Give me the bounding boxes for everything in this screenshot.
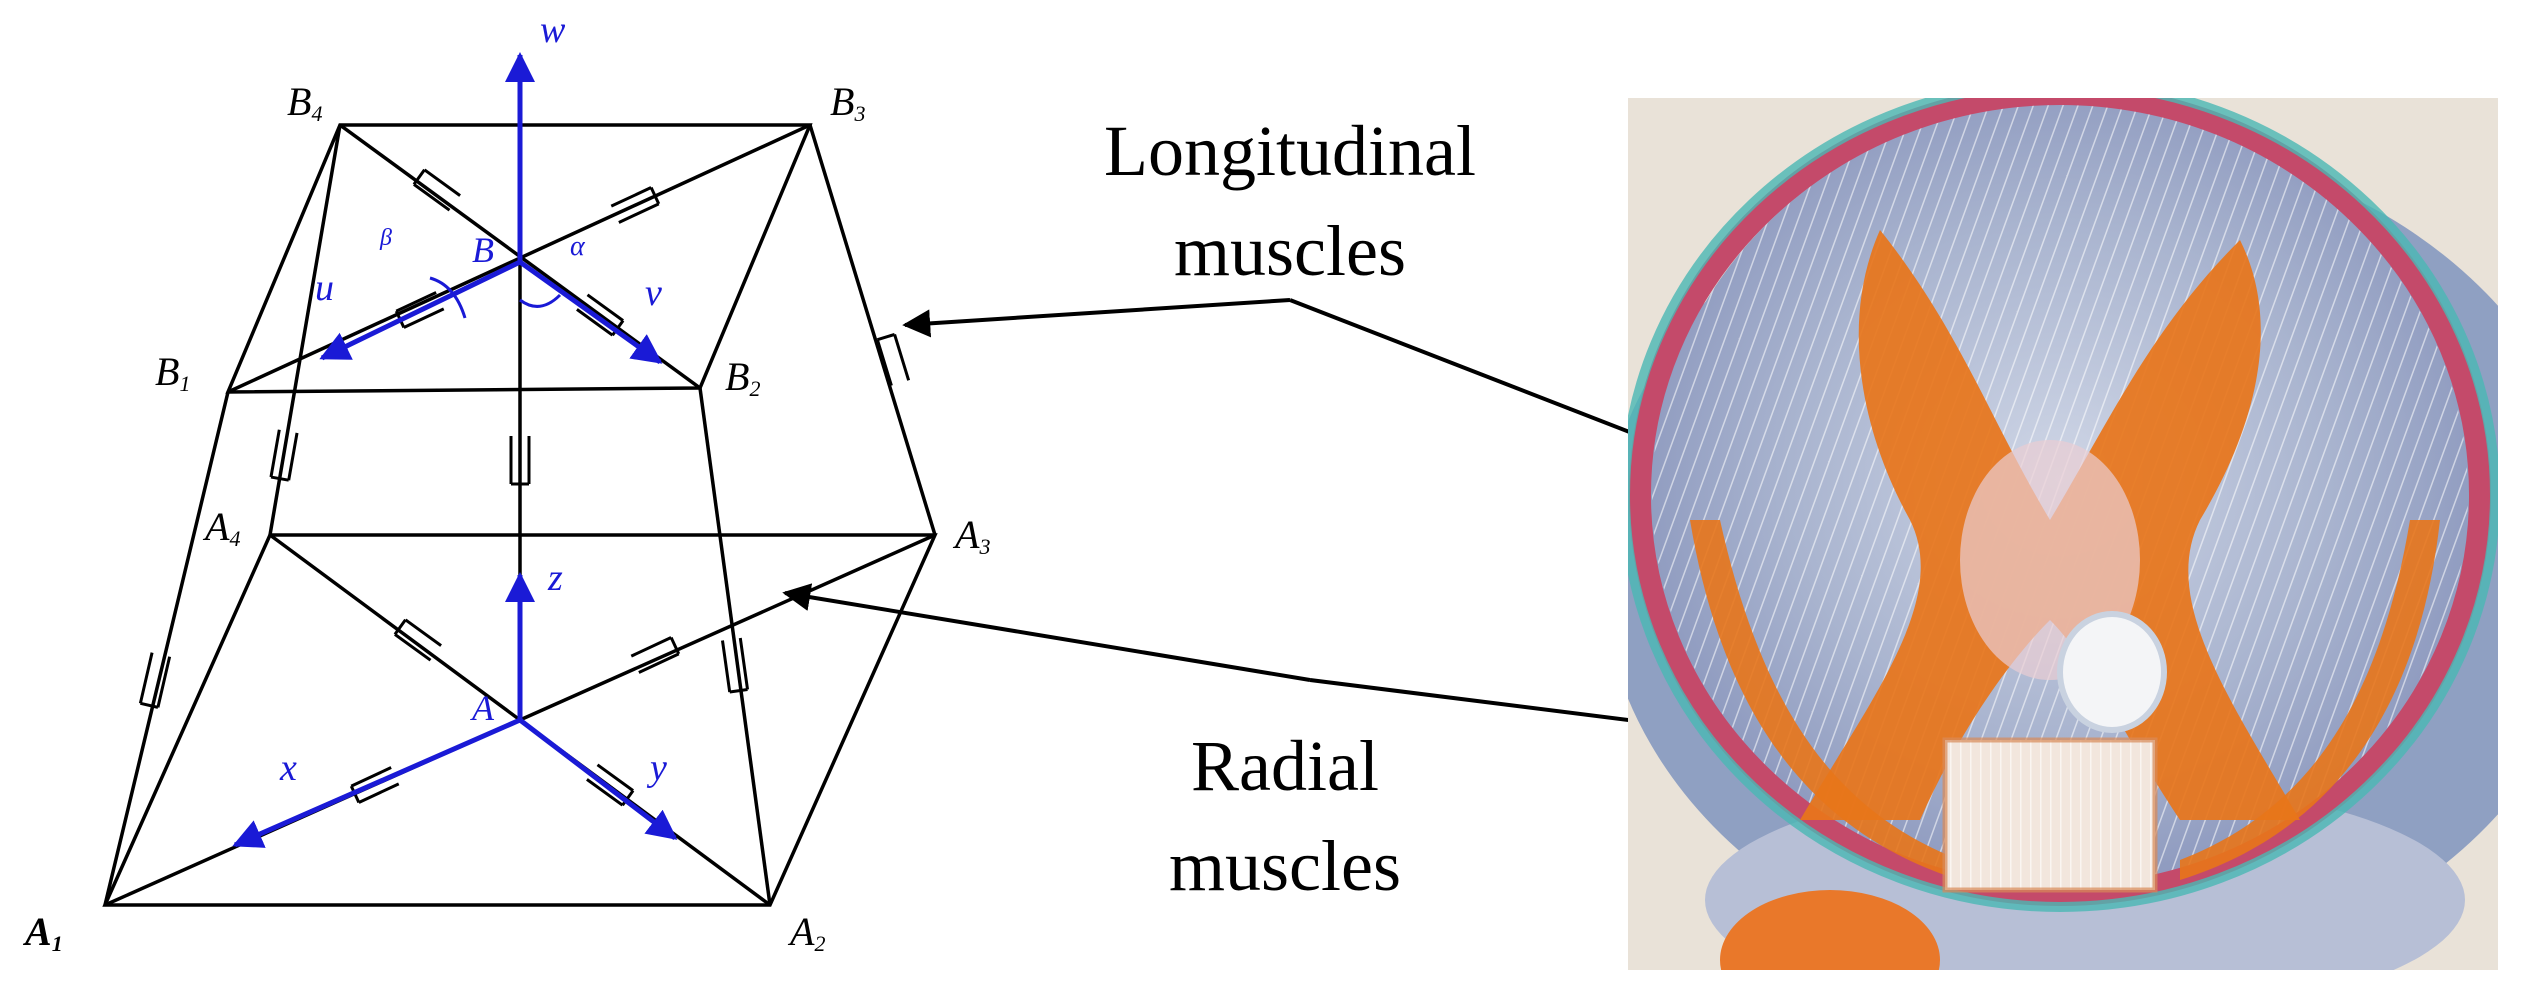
leg-a4-b4 bbox=[268, 124, 342, 536]
label-w: w bbox=[540, 9, 566, 51]
radial-label-line2: muscles bbox=[1169, 826, 1401, 906]
radial-arrow-left bbox=[782, 583, 1311, 682]
leg-a1-b1 bbox=[103, 391, 230, 906]
label-a2: A2 bbox=[787, 909, 825, 956]
longitudinal-arrow-left bbox=[902, 298, 1291, 338]
muscle-cross-section-image bbox=[1628, 98, 2498, 970]
label-b1: B1 bbox=[155, 349, 190, 396]
y-axis-arrow bbox=[518, 718, 678, 840]
label-beta: β bbox=[379, 225, 392, 251]
radial-label-line1: Radial bbox=[1191, 726, 1379, 806]
label-b3: B3 bbox=[830, 79, 865, 126]
longitudinal-label-line1: Longitudinal bbox=[1104, 111, 1476, 191]
label-v: v bbox=[645, 272, 662, 314]
leg-a3-b3 bbox=[808, 124, 937, 536]
label-u: u bbox=[315, 267, 334, 309]
label-z: z bbox=[547, 557, 563, 599]
beta-arc bbox=[429, 276, 467, 319]
label-b4: B4 bbox=[287, 79, 322, 126]
leg-a2-b2 bbox=[698, 387, 772, 906]
bottom-frame-axes bbox=[232, 572, 678, 848]
actuator-symbols bbox=[138, 168, 911, 807]
v-axis-arrow bbox=[518, 259, 663, 365]
label-b2: B2 bbox=[725, 354, 760, 401]
label-y: y bbox=[646, 747, 667, 789]
label-a3: A3 bbox=[952, 512, 990, 559]
label-x: x bbox=[279, 747, 297, 789]
label-a1: A1 bbox=[22, 909, 63, 956]
x-axis-arrow bbox=[232, 717, 522, 848]
u-axis-arrow bbox=[319, 259, 522, 361]
label-origin-a: A bbox=[470, 688, 495, 728]
central-lumen bbox=[2057, 611, 2167, 733]
label-a4: A4 bbox=[202, 504, 240, 551]
alpha-arc bbox=[519, 293, 562, 308]
label-alpha: α bbox=[570, 231, 586, 262]
label-origin-b: B bbox=[472, 230, 494, 270]
longitudinal-label-line2: muscles bbox=[1174, 211, 1406, 291]
top-frame-axes bbox=[319, 52, 663, 365]
